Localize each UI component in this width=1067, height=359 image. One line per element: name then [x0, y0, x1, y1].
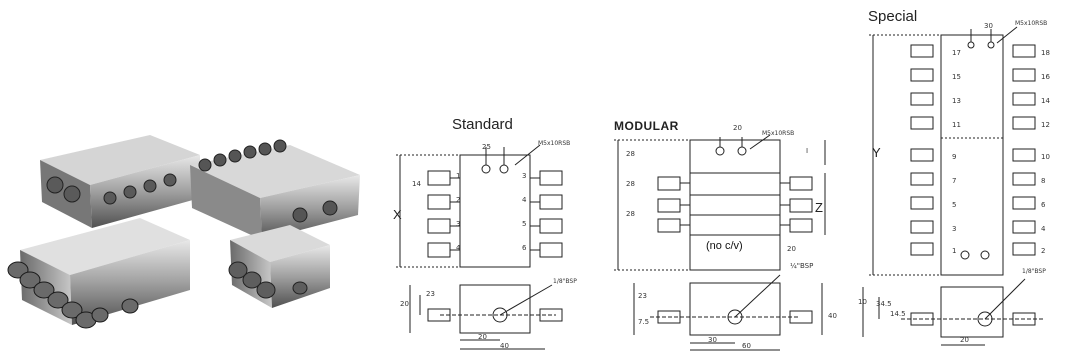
product-photo [7, 135, 360, 329]
special-port-left-3: 3 [952, 225, 957, 233]
modular-title: MODULAR [614, 119, 679, 133]
standard-port-left-1: 1 [456, 172, 461, 180]
special-thread: M5x10RSB [1015, 20, 1048, 27]
special-side-dim-2: 14.5 [890, 310, 906, 318]
special-port-left-11: 11 [952, 121, 961, 129]
special-bottom-dim: 20 [960, 336, 969, 344]
modular-bottom-dim-2: 60 [742, 342, 751, 350]
modular-side-dim-1: 23 [638, 292, 647, 300]
special-bsp: 1/8"BSP [1022, 268, 1046, 275]
modular-side-dim-2: 7.5 [638, 318, 650, 326]
special-port-left-15: 15 [952, 73, 961, 81]
divider-block-d [228, 225, 330, 308]
special-port-left-9: 9 [952, 153, 957, 161]
special-port-left-13: 13 [952, 97, 961, 105]
modular-left-dim-2: 28 [626, 180, 635, 188]
modular-top-width: 20 [733, 124, 742, 132]
special-port-left-17: 17 [952, 49, 961, 57]
modular-drawing [614, 135, 826, 351]
modular-left-dim-1: 28 [626, 150, 635, 158]
standard-bsp: 1/8"BSP [553, 278, 577, 285]
divider-block-a [40, 135, 200, 228]
standard-port-right-1: 3 [522, 172, 527, 180]
standard-thread: M5x10RSB [538, 140, 571, 147]
modular-right-dim: 20 [787, 245, 796, 253]
standard-side-dim-1: 14 [412, 180, 421, 188]
standard-port-left-3: 3 [456, 220, 461, 228]
standard-bottom-dim: 20 [478, 333, 487, 341]
standard-title: Standard [452, 116, 513, 133]
standard-side-dim-2: 23 [426, 290, 435, 298]
special-port-left-7: 7 [952, 177, 957, 185]
divider-block-c [7, 218, 190, 329]
modular-bsp: ¼"BSP [790, 262, 814, 270]
standard-side-dim-3: 20 [400, 300, 409, 308]
special-drawing [862, 26, 1045, 346]
modular-left-dim-3: 28 [626, 210, 635, 218]
special-port-right-2: 2 [1041, 247, 1046, 255]
standard-bottom-dim-2: 40 [500, 342, 509, 350]
divider-block-b [190, 139, 360, 240]
standard-drawing [396, 144, 563, 350]
standard-dim-x: X [393, 207, 402, 222]
standard-port-right-2: 4 [522, 196, 527, 204]
standard-port-right-3: 5 [522, 220, 527, 228]
special-port-left-5: 5 [952, 201, 957, 209]
special-port-right-18: 18 [1041, 49, 1050, 57]
standard-port-left-2: 2 [456, 196, 461, 204]
special-dim-y: Y [872, 145, 881, 160]
special-port-right-16: 16 [1041, 73, 1050, 81]
special-port-right-10: 10 [1041, 153, 1050, 161]
special-port-right-14: 14 [1041, 97, 1050, 105]
standard-port-right-4: 6 [522, 244, 527, 252]
modular-dim-z: Z [815, 200, 823, 215]
special-port-left-1: 1 [952, 247, 957, 255]
special-top-width: 30 [984, 22, 993, 30]
special-side-dim-3: 10 [858, 298, 867, 306]
modular-right-height: 40 [828, 312, 837, 320]
modular-no-cv: (no c/v) [706, 240, 743, 252]
modular-dim-i: I [806, 147, 809, 155]
modular-bottom-dim-1: 30 [708, 336, 717, 344]
special-port-right-8: 8 [1041, 177, 1046, 185]
standard-top-width: 25 [482, 143, 491, 151]
special-side-dim-1: 34.5 [876, 300, 892, 308]
standard-port-left-4: 4 [456, 244, 461, 252]
special-port-right-6: 6 [1041, 201, 1046, 209]
modular-thread: M5x10RSB [762, 130, 795, 137]
special-title: Special [868, 8, 918, 25]
special-port-right-12: 12 [1041, 121, 1050, 129]
special-port-right-4: 4 [1041, 225, 1046, 233]
